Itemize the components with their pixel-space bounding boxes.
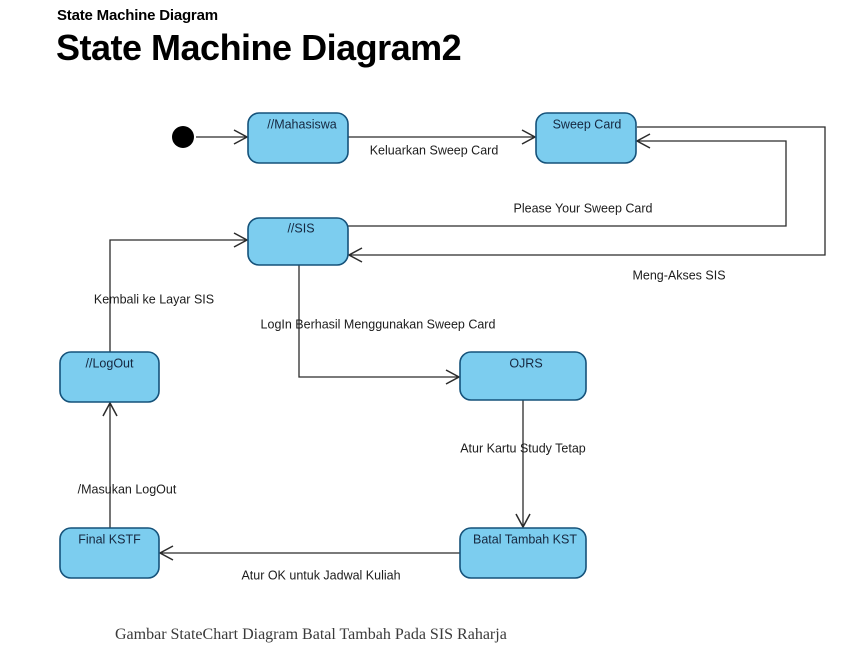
state-sis[interactable]: //SIS [247, 217, 349, 266]
transition-t-sweepcard-sis[interactable]: Meng-Akses SIS [347, 126, 826, 282]
transition-label: Atur Kartu Study Tetap [460, 441, 586, 455]
state-box[interactable] [59, 351, 160, 403]
state-box[interactable] [247, 112, 349, 164]
arrowhead-icon [158, 545, 174, 561]
state-batal_kst[interactable]: Batal Tambah KST [459, 527, 587, 579]
states-layer: //Mahasiswa Sweep Card //SIS //LogOut OJRS Fi… [59, 112, 637, 579]
figure-caption: Gambar StateChart Diagram Batal Tambah P… [115, 626, 507, 643]
state-box[interactable] [459, 351, 587, 401]
transition-label: Kembali ke Layar SIS [94, 292, 214, 306]
state-label: Sweep Card [553, 117, 622, 131]
state-label: Batal Tambah KST [473, 532, 577, 546]
initial-state[interactable] [172, 126, 194, 148]
transition-line [298, 265, 459, 378]
arrowhead-icon [515, 513, 531, 529]
transition-label: Please Your Sweep Card [514, 201, 653, 215]
state-label: //SIS [287, 221, 314, 235]
state-final_kstf[interactable]: Final KSTF [59, 527, 160, 579]
transition-t-ojrs-batalkst[interactable]: Atur Kartu Study Tetap [460, 400, 586, 529]
arrowhead-icon [102, 401, 118, 417]
transition-t-logout-sis[interactable]: Kembali ke Layar SIS [94, 232, 249, 352]
state-label: Final KSTF [78, 532, 141, 546]
arrowhead-icon [521, 129, 537, 145]
page-subtitle: State Machine Diagram [57, 7, 218, 24]
transition-line [348, 140, 787, 227]
state-box[interactable] [247, 217, 349, 266]
transition-label: LogIn Berhasil Menggunakan Sweep Card [261, 317, 496, 331]
transition-label: Meng-Akses SIS [632, 268, 725, 282]
state-mahasiswa[interactable]: //Mahasiswa [247, 112, 349, 164]
arrowhead-icon [233, 129, 249, 145]
transition-t-initial-mahasiswa[interactable] [196, 129, 249, 145]
transition-t-sis-sweepcard[interactable]: Please Your Sweep Card [348, 133, 787, 227]
state-logout[interactable]: //LogOut [59, 351, 160, 403]
transition-t-finalkstf-logout[interactable]: /Masukan LogOut [78, 401, 177, 528]
arrowhead-icon [635, 133, 651, 149]
arrowhead-icon [233, 232, 249, 248]
state-ojrs[interactable]: OJRS [459, 351, 587, 401]
transition-line [349, 126, 826, 256]
initial-node-layer [172, 126, 194, 148]
state-box[interactable] [535, 112, 637, 164]
state-sweep_card[interactable]: Sweep Card [535, 112, 637, 164]
page-title: State Machine Diagram2 [56, 27, 462, 68]
transition-t-batalkst-finalkstf[interactable]: Atur OK untuk Jadwal Kuliah [158, 545, 460, 582]
state-label: //Mahasiswa [267, 117, 337, 131]
arrowhead-icon [347, 247, 363, 263]
state-box[interactable] [459, 527, 587, 579]
transition-label: /Masukan LogOut [78, 482, 177, 496]
arrowhead-icon [445, 369, 461, 385]
transition-t-mahasiswa-sweepcard[interactable]: Keluarkan Sweep Card [348, 129, 537, 157]
transition-label: Keluarkan Sweep Card [370, 143, 499, 157]
state-box[interactable] [59, 527, 160, 579]
state-label: OJRS [509, 356, 542, 370]
transition-label: Atur OK untuk Jadwal Kuliah [241, 568, 400, 582]
transition-line [109, 239, 247, 352]
state-label: //LogOut [86, 356, 134, 370]
transition-t-sis-ojrs[interactable]: LogIn Berhasil Menggunakan Sweep Card [261, 265, 496, 385]
